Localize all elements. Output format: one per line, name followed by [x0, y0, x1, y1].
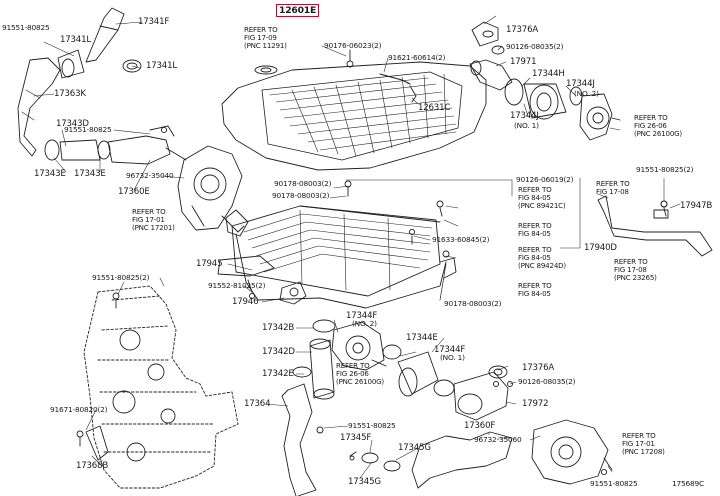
part-label-17343d[interactable]: 17343D — [56, 119, 89, 129]
bolt-label-91551-80825[interactable]: 91551-80825 — [348, 421, 396, 430]
bolt-label-91551-80825[interactable]: 91551-80825 — [2, 23, 50, 32]
part-label-17344h[interactable]: 17344H — [532, 69, 565, 79]
part-qualifier-no2: (NO. 2) — [574, 89, 599, 98]
bolt-label-90178-08003[interactable]: 90178-08003(2) — [274, 179, 332, 188]
bolt-label-90178-08003[interactable]: 90178-08003(2) — [444, 299, 502, 308]
part-label-17341f[interactable]: 17341F — [138, 17, 170, 27]
part-label-17345g[interactable]: 17345G — [398, 443, 431, 453]
refer-to-fig-84-05[interactable]: REFER TO FIG 84-05 (PNC 89424D) — [518, 245, 566, 270]
part-label-17376a[interactable]: 17376A — [522, 363, 555, 373]
lower-right-pipe-assembly — [349, 344, 513, 489]
bolt-label-91551-80825[interactable]: 91551-80825(2) — [636, 165, 694, 174]
part-label-17368b[interactable]: 17368B — [76, 461, 109, 471]
bolt-label-90126-08035[interactable]: 90126-08035(2) — [518, 377, 576, 386]
part-label-17360f[interactable]: 17360F — [464, 421, 496, 431]
refer-to-fig-26-06[interactable]: REFER TO FIG 26-06 (PNC 26100G) — [634, 113, 682, 138]
bolt-label-91552-81025[interactable]: 91552-81025(2) — [208, 281, 266, 290]
bolts-and-fasteners — [76, 180, 668, 461]
bolt-label-91671-80820[interactable]: 91671-80820(2) — [50, 405, 108, 414]
part-label-17342d[interactable]: 17342D — [262, 347, 295, 357]
part-qualifier-no1: (NO. 1) — [440, 353, 465, 362]
throttle-body-lower — [331, 321, 387, 371]
part-qualifier-no2: (NO. 2) — [352, 319, 377, 328]
part-label-17343e[interactable]: 17343E — [74, 169, 106, 179]
part-label-12631c[interactable]: 12631C — [418, 103, 451, 113]
illustration-id: 175689C — [672, 479, 704, 488]
part-label-17342e[interactable]: 17342E — [262, 369, 294, 379]
part-label-17376a[interactable]: 17376A — [506, 25, 539, 35]
part-label-17946[interactable]: 17946 — [232, 297, 259, 307]
part-label-17363k[interactable]: 17363K — [54, 89, 86, 99]
refer-to-fig-17-01[interactable]: REFER TO FIG 17-01 (PNC 17208) — [622, 431, 665, 456]
leader-lines — [33, 15, 681, 479]
part-label-17344e[interactable]: 17344E — [406, 333, 438, 343]
part-label-17940d[interactable]: 17940D — [584, 243, 617, 253]
engine-block-details — [112, 329, 176, 462]
part-label-17945[interactable]: 17945 — [196, 259, 223, 269]
part-label-17972[interactable]: 17972 — [522, 399, 549, 409]
bolt-label-91551-80825[interactable]: 91551-80825 — [590, 479, 638, 488]
refer-to-fig-17-08[interactable]: REFER TO FIG 17-08 (PNC 23265) — [614, 257, 657, 282]
refer-to-fig-84-05[interactable]: REFER TO FIG 84-05 — [518, 281, 552, 298]
refer-to-fig-17-08[interactable]: REFER TO FIG 17-08 — [596, 179, 630, 196]
bolt-label-90126-08035[interactable]: 90126-08035(2) — [506, 42, 564, 51]
bolt-label-91621-60614[interactable]: 91621-60614(2) — [388, 53, 446, 62]
bolt-label-91551-80825[interactable]: 91551-80825 — [64, 125, 112, 134]
refer-to-fig-26-06[interactable]: REFER TO FIG 26-06 (PNC 26100G) — [336, 361, 384, 386]
bolt-label-91633-60845[interactable]: 91633-60845(2) — [432, 235, 490, 244]
bolt-label-90126-06019[interactable]: 90126-06019(2) — [516, 175, 574, 184]
right-top-pipe-assembly — [469, 21, 621, 141]
part-label-17947b[interactable]: 17947B — [680, 201, 713, 211]
small-brackets-left — [217, 255, 307, 305]
part-label-17341l[interactable]: 17341L — [146, 61, 177, 71]
part-label-17343e[interactable]: 17343E — [34, 169, 66, 179]
part-label-12601e-highlighted[interactable]: 12601E — [276, 4, 320, 18]
refer-to-fig-84-05[interactable]: REFER TO FIG 84-05 (PNC 89421C) — [518, 185, 566, 210]
part-label-17344j[interactable]: 17344J — [510, 111, 539, 121]
part-label-17971[interactable]: 17971 — [510, 57, 537, 67]
bolt-label-90176-06023[interactable]: 90176-06023(2) — [324, 41, 382, 50]
part-label-17344f[interactable]: 17344F — [346, 311, 378, 321]
bolt-label-96732-35040[interactable]: 96732-35040 — [126, 171, 174, 180]
engine-cover-grille-part — [221, 49, 487, 171]
part-label-17360e[interactable]: 17360E — [118, 187, 150, 197]
engine-block-outline — [83, 285, 239, 489]
part-label-17344f[interactable]: 17344F — [434, 345, 466, 355]
refer-to-fig-84-05[interactable]: REFER TO FIG 84-05 — [518, 221, 552, 238]
part-label-17364[interactable]: 17364 — [244, 399, 271, 409]
part-qualifier-no1: (NO. 1) — [514, 121, 539, 130]
bolt-label-91551-80825[interactable]: 91551-80825(2) — [92, 273, 150, 282]
bolt-label-90178-08003[interactable]: 90178-08003(2) — [272, 191, 330, 200]
part-label-17345g[interactable]: 17345G — [348, 477, 381, 487]
throttle-body-bottom-right — [531, 419, 613, 485]
refer-to-fig-17-01[interactable]: REFER TO FIG 17-01 (PNC 17201) — [132, 207, 175, 232]
part-label-17341l[interactable]: 17341L — [60, 35, 91, 45]
throttle-body-upper — [165, 145, 245, 233]
bolt-label-96732-35060[interactable]: 96732-35060 — [474, 435, 522, 444]
lower-left-pipe-assembly — [281, 319, 336, 496]
refer-to-fig-17-09[interactable]: REFER TO FIG 17-09 (PNC 11291) — [244, 25, 287, 50]
part-label-17345f[interactable]: 17345F — [340, 433, 372, 443]
part-label-17342b[interactable]: 17342B — [262, 323, 295, 333]
intercooler-core — [225, 205, 457, 309]
part-label-17344j[interactable]: 17344J — [566, 79, 595, 89]
